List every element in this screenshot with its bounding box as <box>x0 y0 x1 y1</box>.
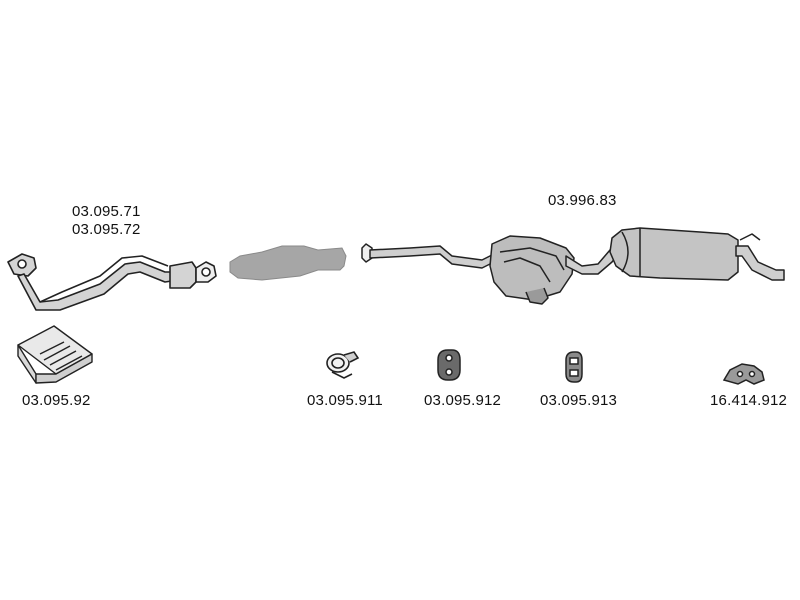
mounting-kit-drawing <box>17 325 93 384</box>
catalyst-drawing <box>229 245 347 281</box>
rubber-mount-b-code: 03.095.913 <box>540 392 618 409</box>
clamp-drawing <box>326 351 360 379</box>
rubber-mount-c-code: 16.414.912 <box>710 392 788 409</box>
rubber-mount-a-code: 03.095.912 <box>424 392 502 409</box>
rubber-mount-a-drawing <box>437 349 461 381</box>
front-pipe-code-1: 03.095.71 <box>72 203 141 220</box>
mounting-kit-code: 03.095.92 <box>22 392 91 409</box>
rubber-mount-c-drawing <box>722 363 765 385</box>
front-pipe-drawing <box>7 253 217 311</box>
rear-section-drawing <box>361 227 785 305</box>
clamp-code: 03.095.911 <box>307 392 383 409</box>
front-pipe-code-2: 03.095.72 <box>72 221 141 238</box>
rubber-mount-b-drawing <box>565 351 583 383</box>
rear-section-code: 03.996.83 <box>548 192 617 209</box>
